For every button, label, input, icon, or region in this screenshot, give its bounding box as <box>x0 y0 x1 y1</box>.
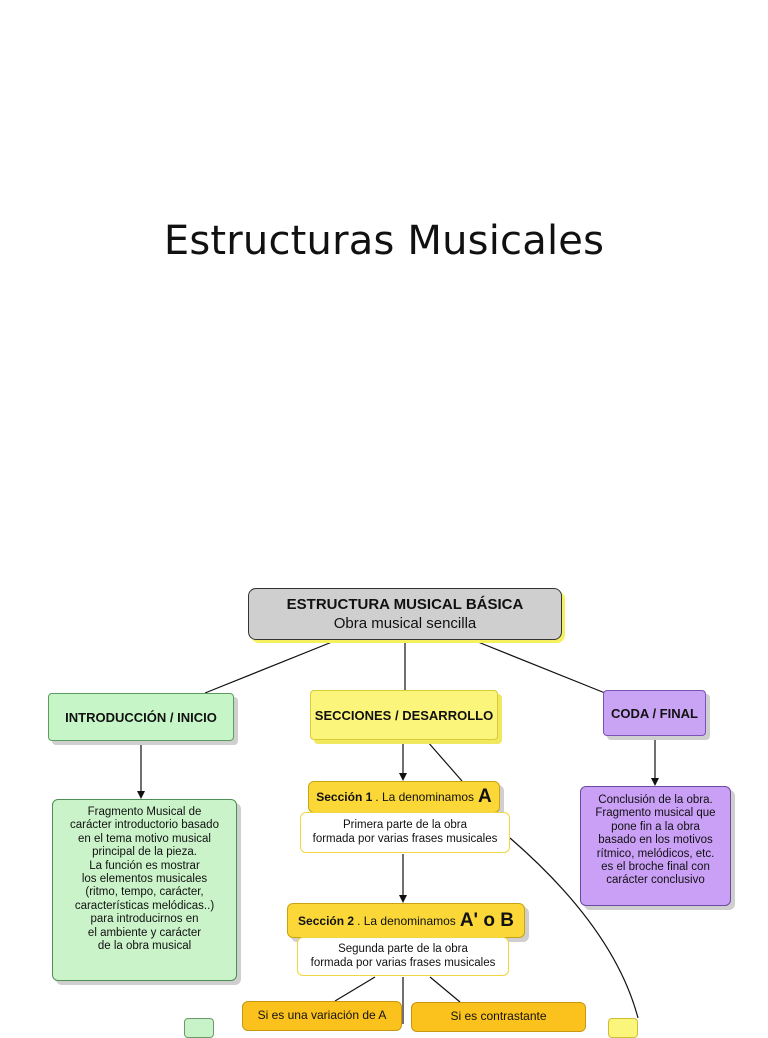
section-2-label: Sección 2 <box>298 913 355 928</box>
section-1-desc-line: Primera parte de la obra <box>342 819 467 831</box>
variation-node: Si es una variación de A <box>242 1001 402 1031</box>
intro-desc-line: principal de la pieza. <box>92 846 197 859</box>
section-1-letter: A <box>478 786 492 807</box>
connector-sections-diagonal <box>426 740 463 782</box>
connector-sec2-contrast <box>429 976 461 1003</box>
section-2-text: . La denominamos <box>357 913 456 928</box>
coda-description: Conclusión de la obra. Fragmento musical… <box>580 786 731 906</box>
root-title: ESTRUCTURA MUSICAL BÁSICA <box>286 596 524 613</box>
section-1-desc-line: formada por varias frases musicales <box>312 833 498 845</box>
section-2-desc-line: Segunda parte de la obra <box>338 943 468 955</box>
coda-desc-line: basado en los motivos <box>598 834 713 847</box>
sections-header: SECCIONES / DESARROLLO <box>310 690 498 740</box>
intro-desc-line: los elementos musicales <box>81 873 208 886</box>
coda-desc-line: pone fin a la obra <box>611 820 700 833</box>
intro-desc-line: carácter introductorio basado <box>70 819 219 832</box>
connector-curve-coda <box>509 837 639 1019</box>
intro-desc-line: de la obra musical <box>97 940 192 953</box>
slide-title: Estructuras Musicales <box>163 218 605 264</box>
section-2-desc-line: formada por varias frases musicales <box>310 957 496 969</box>
coda-desc-line: rítmico, melódicos, etc. <box>596 847 715 860</box>
connector-sec2-variation <box>334 976 376 1002</box>
coda-desc-line: es el broche final con <box>601 861 710 874</box>
intro-desc-line: características melódicas..) <box>74 899 215 912</box>
contrast-node: Si es contrastante <box>411 1002 586 1032</box>
partial-node-left <box>184 1018 214 1038</box>
intro-header: INTRODUCCIÓN / INICIO <box>48 693 234 741</box>
connector-root-coda <box>477 641 606 694</box>
section-1-node: Sección 1 . La denominamos A <box>308 781 500 813</box>
intro-desc-line: en el tema motivo musical <box>78 832 211 845</box>
section-1-label: Sección 1 <box>316 790 373 804</box>
root-node: ESTRUCTURA MUSICAL BÁSICA Obra musical s… <box>248 588 562 640</box>
coda-desc-line: Conclusión de la obra. <box>598 794 713 806</box>
partial-node-right <box>608 1018 638 1038</box>
intro-desc-line: (ritmo, tempo, carácter, <box>85 886 204 899</box>
intro-desc-line: para introducirnos en <box>90 913 199 926</box>
coda-desc-line: Fragmento musical que <box>595 807 716 820</box>
intro-desc-line: el ambiente y carácter <box>87 926 202 939</box>
section-1-description: Primera parte de la obra formada por var… <box>300 812 510 853</box>
section-2-node: Sección 2 . La denominamos A' o B <box>287 903 525 938</box>
intro-desc-line: La función es mostrar <box>89 859 200 872</box>
root-subtitle: Obra musical sencilla <box>333 615 477 632</box>
section-2-letter: A' o B <box>459 909 514 931</box>
intro-description: Fragmento Musical de carácter introducto… <box>52 799 237 981</box>
coda-header: CODA / FINAL <box>603 690 706 736</box>
connector-root-intro <box>204 641 333 694</box>
section-2-description: Segunda parte de la obra formada por var… <box>297 937 509 976</box>
intro-desc-line: Fragmento Musical de <box>87 806 202 818</box>
section-1-text: . La denominamos <box>375 790 475 804</box>
coda-desc-line: carácter conclusivo <box>606 874 705 887</box>
